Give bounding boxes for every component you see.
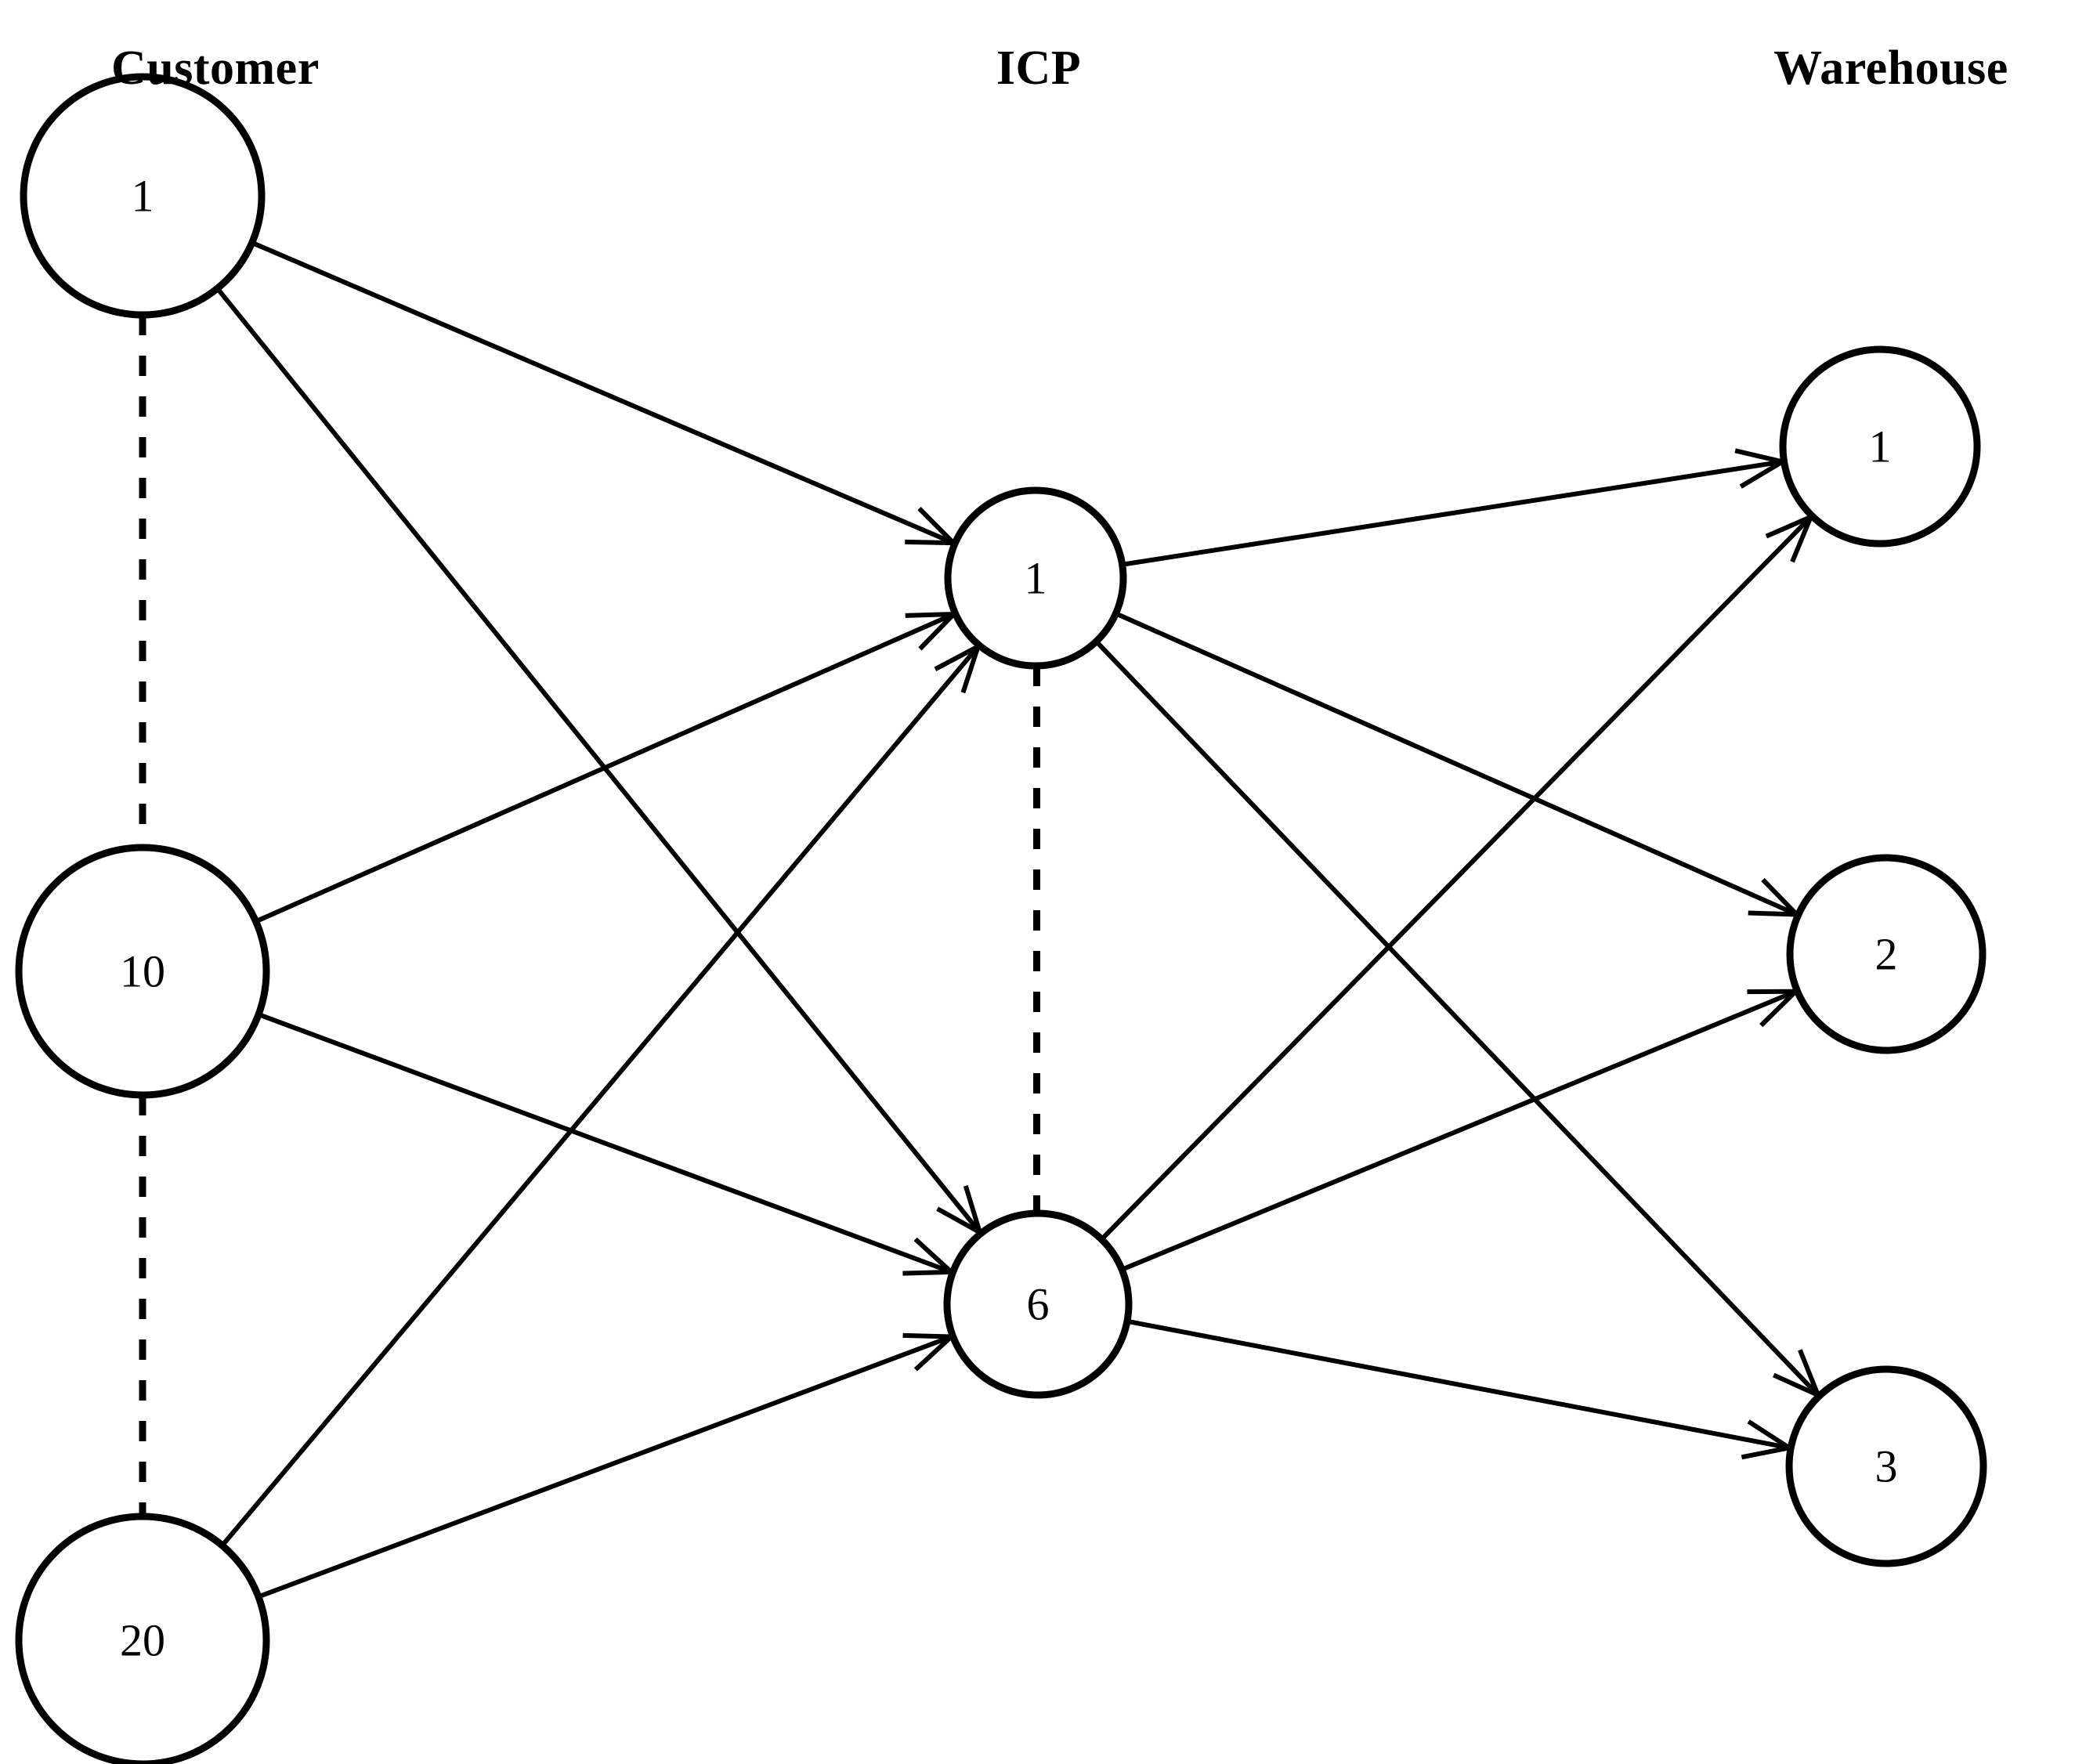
edge-c10-to-i1 (255, 611, 956, 924)
arrowhead-barb-2 (902, 1332, 952, 1339)
arrowhead-barb-1 (918, 612, 956, 651)
edge-line (257, 1334, 953, 1600)
node-circle-customer-20[interactable] (15, 1513, 270, 1764)
edge-layer (215, 240, 1820, 1600)
arrowhead-barb-2 (1761, 877, 1799, 916)
arrowhead-barb-2 (963, 1185, 982, 1234)
edge-c1-to-i1 (251, 240, 956, 546)
edge-line (258, 1012, 953, 1274)
edge-c20-to-i6 (257, 1332, 953, 1600)
edge-i6-to-w2 (1121, 989, 1798, 1272)
arrowhead-barb-2 (1798, 1349, 1820, 1397)
edge-c20-to-i1 (220, 644, 981, 1547)
column-heading-warehouse: Warehouse (1773, 42, 2008, 95)
arrowhead-barb-1 (1790, 515, 1813, 563)
arrowhead-barb-1 (1741, 1445, 1790, 1460)
edge-line (251, 240, 955, 545)
edge-line (1121, 989, 1797, 1272)
arrowhead-barb-1 (960, 645, 981, 694)
edge-i6-to-w3 (1126, 1318, 1791, 1460)
arrowhead-barb-1 (1739, 459, 1784, 489)
edge-i6-to-w1 (1100, 515, 1813, 1242)
arrowhead-barb-2 (1747, 1419, 1791, 1450)
node-circle-customer-1[interactable] (20, 73, 266, 319)
node-circle-warehouse-3[interactable] (1785, 1365, 1987, 1567)
arrowhead-barb-1 (905, 539, 954, 546)
edge-line (255, 612, 955, 924)
node-circle-warehouse-2[interactable] (1786, 854, 1987, 1054)
edge-line (1094, 639, 1820, 1397)
edge-c10-to-i6 (258, 1012, 953, 1276)
edge-line (215, 287, 982, 1234)
arrowhead-barb-1 (936, 1206, 982, 1234)
edge-line (1115, 611, 1798, 917)
arrowhead-barb-2 (913, 1237, 953, 1274)
node-circle-icp-6[interactable] (943, 1209, 1133, 1399)
column-heading-customer: Customer (111, 42, 320, 95)
arrowhead-barb-1 (1773, 1372, 1820, 1397)
dashed-link-layer (139, 315, 1040, 1516)
column-heading-icp: ICP (996, 42, 1082, 95)
edge-line (220, 645, 980, 1547)
node-circle-icp-1[interactable] (944, 486, 1127, 670)
arrowhead-barb-1 (902, 1269, 952, 1276)
edge-line (1126, 1318, 1790, 1451)
node-circle-warehouse-1[interactable] (1779, 345, 1981, 548)
edge-line (1122, 459, 1783, 567)
edge-line (1100, 515, 1813, 1242)
arrowhead-barb-1 (1759, 989, 1798, 1028)
arrowhead-barb-2 (905, 611, 954, 618)
node-circle-customer-10[interactable] (15, 844, 270, 1099)
edge-i1-to-w1 (1122, 448, 1784, 567)
node-layer (15, 73, 1987, 1764)
edge-c1-to-i6 (215, 287, 982, 1234)
edge-i1-to-w3 (1094, 639, 1820, 1397)
edge-i1-to-w2 (1115, 611, 1799, 917)
arrowhead-barb-2 (934, 644, 980, 671)
arrowhead-barb-2 (917, 507, 956, 545)
arrowhead-barb-1 (1748, 910, 1797, 917)
arrowhead-barb-1 (913, 1335, 953, 1372)
arrowhead-barb-2 (1765, 515, 1812, 539)
arrowhead-barb-2 (1734, 448, 1784, 464)
